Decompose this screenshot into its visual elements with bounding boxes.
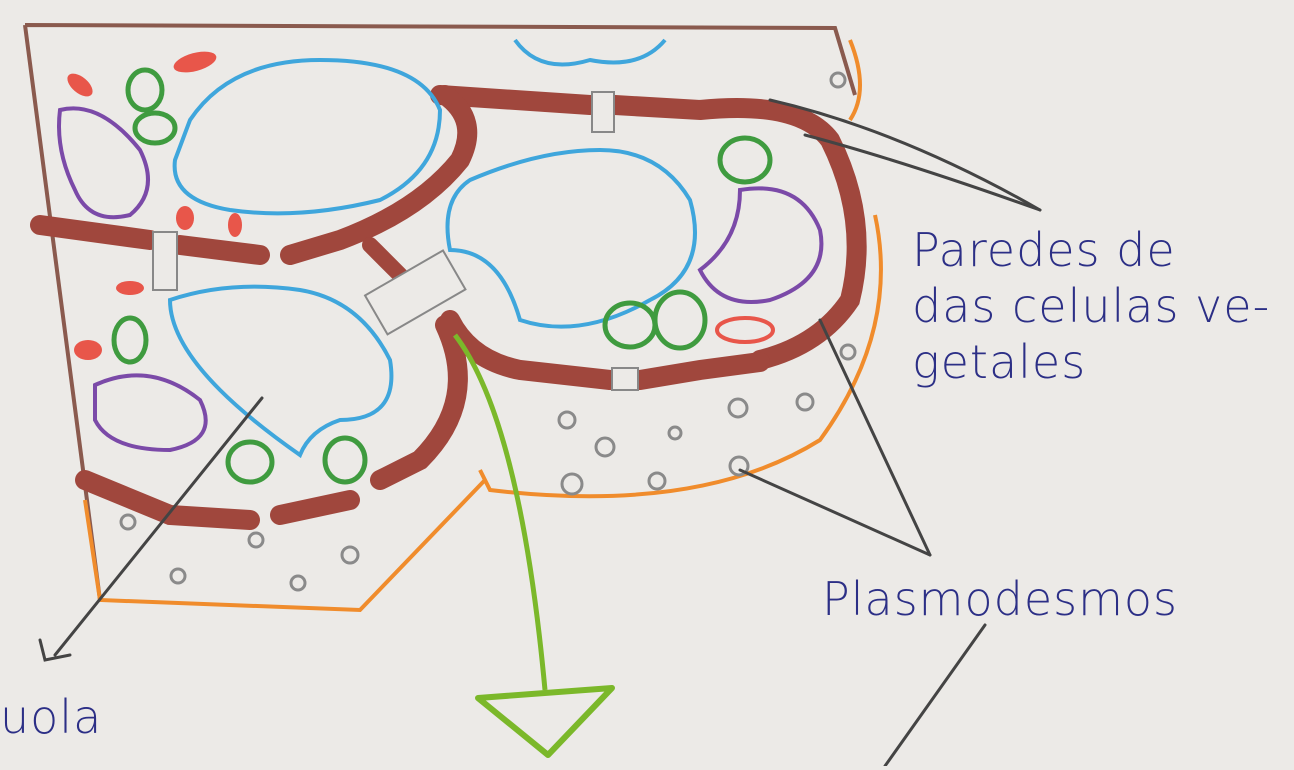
cell-wall-connector <box>370 245 400 275</box>
vacuole-center <box>448 150 696 327</box>
pit-8 <box>649 473 665 489</box>
leader-vacuole <box>40 398 262 660</box>
leader-lines <box>40 100 1040 766</box>
label-cell-walls: Paredes de das celulas ve-getales <box>912 222 1272 390</box>
pit-14 <box>342 547 358 563</box>
red-mark-5 <box>116 281 144 295</box>
red-mark-4 <box>228 213 242 237</box>
pit-12 <box>249 533 263 547</box>
red-mark-7 <box>717 318 773 342</box>
pit-1 <box>559 412 575 428</box>
green-arrow-line <box>455 335 545 690</box>
green-arrow-head <box>478 688 612 755</box>
pit-13 <box>291 576 305 590</box>
chloroplast-7 <box>228 442 272 482</box>
label-plasmodesmata: Plasmodesmos <box>822 572 1178 626</box>
pit-11 <box>171 569 185 583</box>
red-mark-2 <box>171 48 218 77</box>
plasmodesma-4 <box>612 368 638 390</box>
pit-2 <box>596 438 614 456</box>
cell-wall-top <box>440 95 857 360</box>
chloroplast-2 <box>135 113 175 143</box>
pit-10 <box>121 515 135 529</box>
vacuole-top <box>515 40 665 65</box>
vacuole-upper-left <box>175 60 440 213</box>
chloroplast-8 <box>325 438 365 482</box>
nucleus-3 <box>95 375 206 450</box>
plasmodesma-1 <box>592 92 614 132</box>
label-vacuole: uola <box>0 690 102 744</box>
pit-7 <box>562 474 582 494</box>
chloroplast-6 <box>655 292 705 348</box>
pit-6 <box>841 345 855 359</box>
leader-plasmo-3 <box>885 625 985 766</box>
pit-4 <box>729 399 747 417</box>
red-mark-1 <box>63 69 96 101</box>
red-mark-3 <box>176 206 194 230</box>
chloroplast-3 <box>720 138 770 182</box>
leader-plasmo-1 <box>740 470 930 555</box>
plasmodesma-2 <box>153 232 177 290</box>
chloroplast-4 <box>114 318 146 362</box>
chloroplast-1 <box>128 70 162 110</box>
nucleus-2 <box>700 188 821 302</box>
pit-3 <box>669 427 681 439</box>
pit-5 <box>797 394 813 410</box>
pit-15 <box>831 73 845 87</box>
red-mark-6 <box>74 340 102 360</box>
